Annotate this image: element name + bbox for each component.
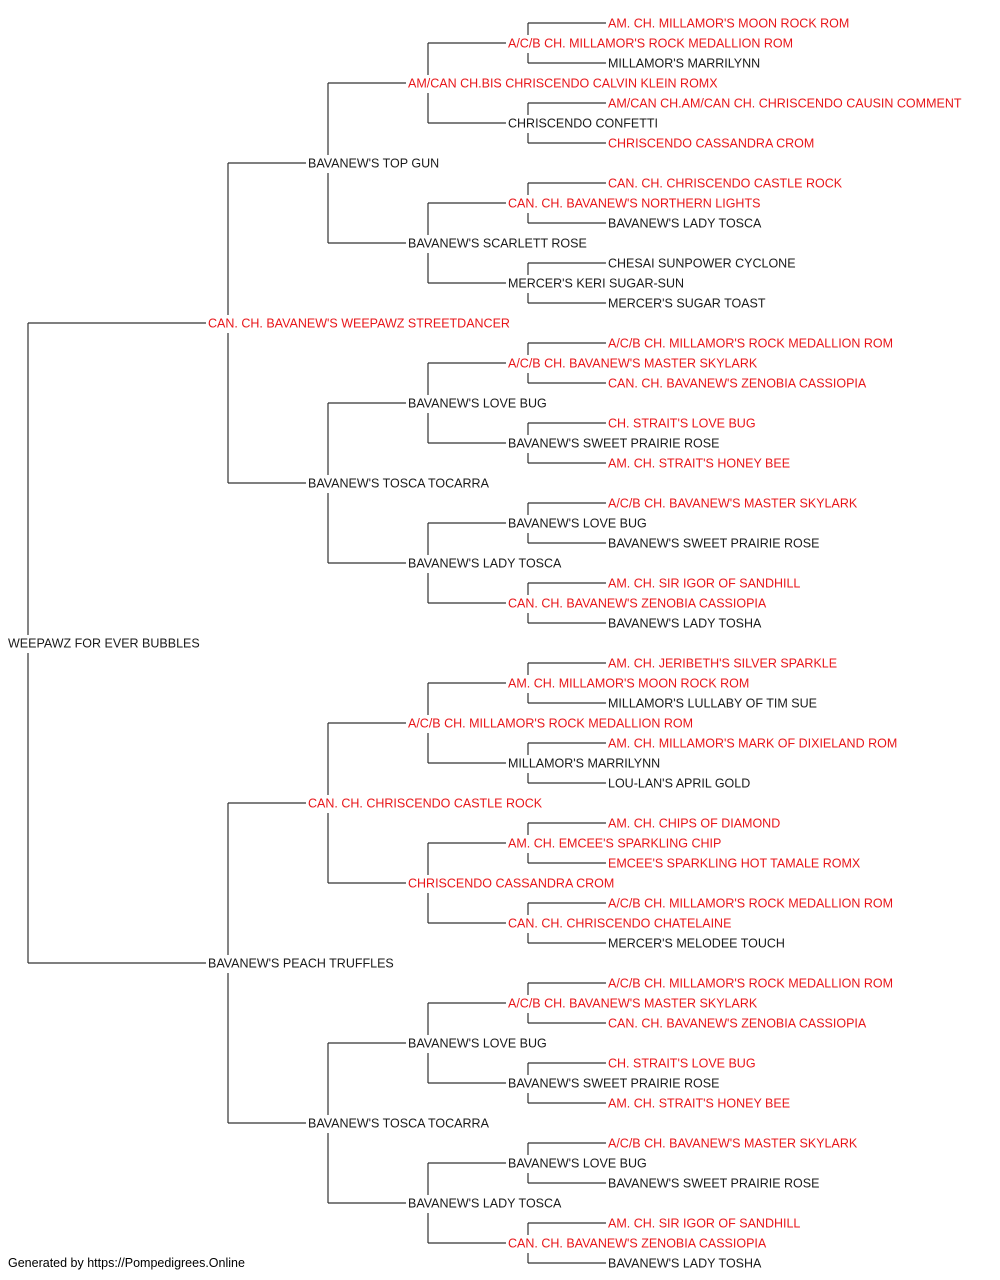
dog-name-gen5: AM. CH. MILLAMOR'S MARK OF DIXIELAND ROM bbox=[608, 737, 897, 751]
dog-name-gen5: A/C/B CH. BAVANEW'S MASTER SKYLARK bbox=[608, 1137, 858, 1151]
dog-name-gen5: MILLAMOR'S MARRILYNN bbox=[608, 57, 760, 71]
dog-name-gen5: A/C/B CH. MILLAMOR'S ROCK MEDALLION ROM bbox=[608, 977, 893, 991]
dog-name-gen4: MERCER'S KERI SUGAR-SUN bbox=[508, 277, 684, 291]
dog-name-gen4: CAN. CH. CHRISCENDO CHATELAINE bbox=[508, 917, 731, 931]
dog-name-gen5: AM. CH. SIR IGOR OF SANDHILL bbox=[608, 577, 800, 591]
dog-name-gen5: LOU-LAN'S APRIL GOLD bbox=[608, 777, 750, 791]
dog-name-gen5: EMCEE'S SPARKLING HOT TAMALE ROMX bbox=[608, 857, 861, 871]
dog-name-gen5: BAVANEW'S SWEET PRAIRIE ROSE bbox=[608, 537, 819, 551]
dog-name-gen2: CAN. CH. CHRISCENDO CASTLE ROCK bbox=[308, 797, 543, 811]
dog-name-gen5: A/C/B CH. BAVANEW'S MASTER SKYLARK bbox=[608, 497, 858, 511]
dog-name-gen3: BAVANEW'S LADY TOSCA bbox=[408, 557, 562, 571]
dog-name-gen4: BAVANEW'S SWEET PRAIRIE ROSE bbox=[508, 437, 719, 451]
dog-name-gen4: BAVANEW'S SWEET PRAIRIE ROSE bbox=[508, 1077, 719, 1091]
dog-name-gen4: AM. CH. EMCEE'S SPARKLING CHIP bbox=[508, 837, 721, 851]
dog-name-gen2: BAVANEW'S TOP GUN bbox=[308, 157, 439, 171]
dog-name-gen4: AM. CH. MILLAMOR'S MOON ROCK ROM bbox=[508, 677, 749, 691]
dog-name-gen5: AM. CH. STRAIT'S HONEY BEE bbox=[608, 1097, 790, 1111]
dog-name-gen5: CAN. CH. CHRISCENDO CASTLE ROCK bbox=[608, 177, 843, 191]
dog-name-gen4: A/C/B CH. BAVANEW'S MASTER SKYLARK bbox=[508, 997, 758, 1011]
dog-name-gen4: A/C/B CH. MILLAMOR'S ROCK MEDALLION ROM bbox=[508, 37, 793, 51]
dog-name-gen4: CHRISCENDO CONFETTI bbox=[508, 117, 658, 131]
dog-name-gen4: BAVANEW'S LOVE BUG bbox=[508, 517, 647, 531]
dog-name-gen2: BAVANEW'S TOSCA TOCARRA bbox=[308, 1117, 490, 1131]
dog-name-gen3: AM/CAN CH.BIS CHRISCENDO CALVIN KLEIN RO… bbox=[408, 77, 718, 91]
dog-name-gen3: BAVANEW'S SCARLETT ROSE bbox=[408, 237, 587, 251]
dog-name-gen5: BAVANEW'S LADY TOSHA bbox=[608, 1257, 762, 1271]
dog-name-gen4: CAN. CH. BAVANEW'S ZENOBIA CASSIOPIA bbox=[508, 1237, 767, 1251]
dog-name-gen1: CAN. CH. BAVANEW'S WEEPAWZ STREETDANCER bbox=[208, 317, 510, 331]
dog-name-gen5: A/C/B CH. MILLAMOR'S ROCK MEDALLION ROM bbox=[608, 897, 893, 911]
dog-name-gen4: A/C/B CH. BAVANEW'S MASTER SKYLARK bbox=[508, 357, 758, 371]
footer-credit: Generated by https://Pompedigrees.Online bbox=[8, 1256, 245, 1270]
dog-name-gen3: CHRISCENDO CASSANDRA CROM bbox=[408, 877, 614, 891]
dog-name-gen4: MILLAMOR'S MARRILYNN bbox=[508, 757, 660, 771]
dog-name-gen4: CAN. CH. BAVANEW'S NORTHERN LIGHTS bbox=[508, 197, 760, 211]
dog-name-gen5: CH. STRAIT'S LOVE BUG bbox=[608, 1057, 756, 1071]
dog-name-gen5: AM. CH. MILLAMOR'S MOON ROCK ROM bbox=[608, 17, 849, 31]
dog-name-gen3: BAVANEW'S LOVE BUG bbox=[408, 1037, 547, 1051]
dog-name-gen5: BAVANEW'S LADY TOSHA bbox=[608, 617, 762, 631]
dog-name-gen2: BAVANEW'S TOSCA TOCARRA bbox=[308, 477, 490, 491]
dog-name-gen5: AM. CH. STRAIT'S HONEY BEE bbox=[608, 457, 790, 471]
dog-name-gen5: CH. STRAIT'S LOVE BUG bbox=[608, 417, 756, 431]
dog-name-gen5: BAVANEW'S LADY TOSCA bbox=[608, 217, 762, 231]
dog-name-gen5: CAN. CH. BAVANEW'S ZENOBIA CASSIOPIA bbox=[608, 1017, 867, 1031]
dog-name-gen5: MERCER'S SUGAR TOAST bbox=[608, 297, 766, 311]
dog-name-gen5: BAVANEW'S SWEET PRAIRIE ROSE bbox=[608, 1177, 819, 1191]
dog-name-gen4: BAVANEW'S LOVE BUG bbox=[508, 1157, 647, 1171]
dog-name-gen3: BAVANEW'S LOVE BUG bbox=[408, 397, 547, 411]
dog-name-gen5: MERCER'S MELODEE TOUCH bbox=[608, 937, 785, 951]
dog-name-gen5: AM/CAN CH.AM/CAN CH. CHRISCENDO CAUSIN C… bbox=[608, 97, 962, 111]
dog-name-gen3: A/C/B CH. MILLAMOR'S ROCK MEDALLION ROM bbox=[408, 717, 693, 731]
dog-name-gen5: AM. CH. SIR IGOR OF SANDHILL bbox=[608, 1217, 800, 1231]
dog-name-gen0: WEEPAWZ FOR EVER BUBBLES bbox=[8, 637, 200, 651]
dog-name-gen5: AM. CH. JERIBETH'S SILVER SPARKLE bbox=[608, 657, 837, 671]
dog-name-gen4: CAN. CH. BAVANEW'S ZENOBIA CASSIOPIA bbox=[508, 597, 767, 611]
dog-name-gen3: BAVANEW'S LADY TOSCA bbox=[408, 1197, 562, 1211]
dog-name-gen5: CAN. CH. BAVANEW'S ZENOBIA CASSIOPIA bbox=[608, 377, 867, 391]
dog-name-gen5: CHESAI SUNPOWER CYCLONE bbox=[608, 257, 796, 271]
dog-name-gen1: BAVANEW'S PEACH TRUFFLES bbox=[208, 957, 394, 971]
dog-name-gen5: A/C/B CH. MILLAMOR'S ROCK MEDALLION ROM bbox=[608, 337, 893, 351]
dog-name-gen5: AM. CH. CHIPS OF DIAMOND bbox=[608, 817, 780, 831]
dog-name-gen5: MILLAMOR'S LULLABY OF TIM SUE bbox=[608, 697, 817, 711]
dog-name-gen5: CHRISCENDO CASSANDRA CROM bbox=[608, 137, 814, 151]
